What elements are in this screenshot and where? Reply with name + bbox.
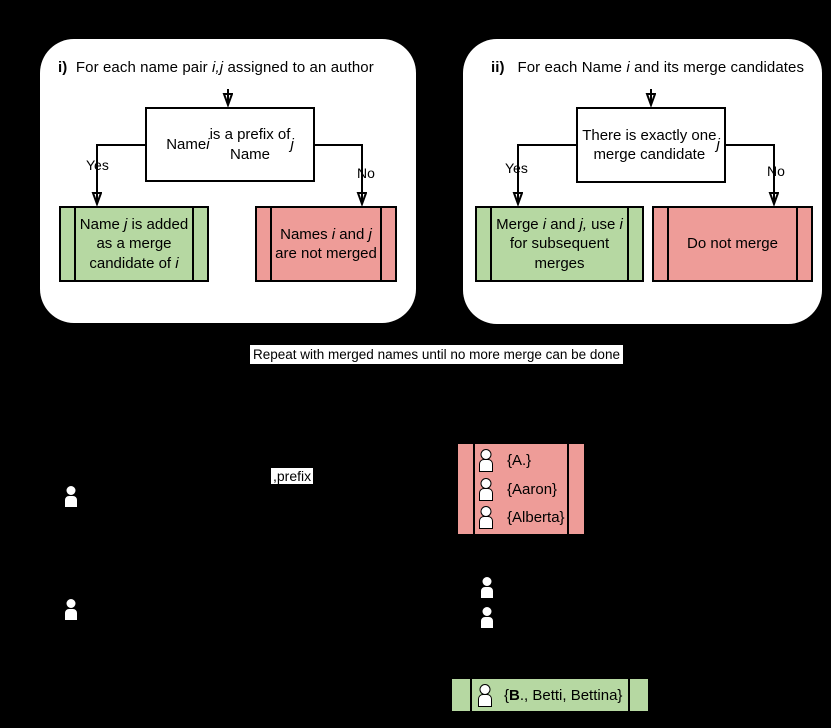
panel-step-i: i) For each name pair i,j assigned to an… xyxy=(40,39,416,323)
person-icon xyxy=(478,506,494,529)
no-branch-label: No xyxy=(767,163,785,179)
prefix-edge-label: ,prefix xyxy=(271,468,314,484)
name-set-label: {Alberta} xyxy=(507,509,565,526)
panel-i-title: i) For each name pair i,j assigned to an… xyxy=(58,59,374,76)
not-merged-names-box: {A.} {Aaron} {Alberta} xyxy=(456,442,586,536)
person-body xyxy=(479,516,493,529)
name-set-label: {B., Betti, Bettina} xyxy=(504,686,623,704)
person-body xyxy=(64,608,78,621)
person-body xyxy=(479,459,493,472)
name-row: {Alberta} xyxy=(478,506,578,529)
merged-names-box: {B., Betti, Bettina} xyxy=(450,677,650,713)
name-set-label: {A.} xyxy=(507,452,532,469)
person-icon xyxy=(479,576,495,599)
yes-arrow-icon xyxy=(518,144,576,203)
name-set-label: {Aaron} xyxy=(507,480,558,498)
no-arrow-icon xyxy=(726,144,774,203)
yes-branch-label: Yes xyxy=(86,157,109,173)
no-outcome-box-ii: Do not merge xyxy=(652,206,813,282)
person-body xyxy=(478,693,492,707)
repeat-note: Repeat with merged names until no more m… xyxy=(250,345,623,364)
flow-arrows-i xyxy=(40,89,416,323)
no-outcome-text: Do not merge xyxy=(687,235,778,253)
panel-step-ii: ii) For each Name i and its merge candid… xyxy=(463,39,822,324)
name-row: {Aaron} xyxy=(478,477,578,501)
person-icon xyxy=(478,477,494,501)
name-row: {A.} xyxy=(478,449,578,472)
person-icon xyxy=(63,598,79,621)
person-icon xyxy=(477,683,493,707)
yes-arrow-icon xyxy=(97,144,145,203)
person-body xyxy=(480,586,494,599)
no-branch-label: No xyxy=(357,165,375,181)
person-body xyxy=(64,495,78,508)
person-icon xyxy=(479,606,495,629)
person-icon xyxy=(63,485,79,508)
panel-ii-title: ii) For each Name i and its merge candid… xyxy=(491,59,805,76)
yes-branch-label: Yes xyxy=(505,160,528,176)
no-arrow-icon xyxy=(315,144,362,203)
person-body xyxy=(479,487,493,501)
person-icon xyxy=(478,449,494,472)
person-body xyxy=(480,616,494,629)
flow-arrows-ii xyxy=(463,89,822,324)
